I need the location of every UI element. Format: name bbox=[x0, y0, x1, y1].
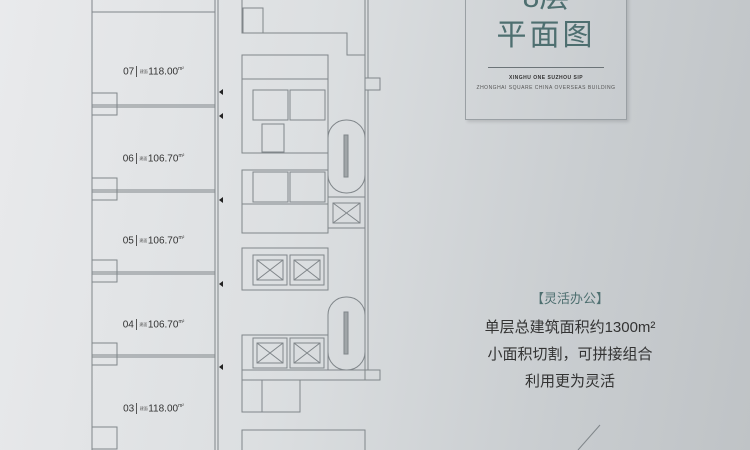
feature-line-2: 小面积切割，可拼接组合 bbox=[487, 346, 653, 363]
divider bbox=[488, 67, 604, 68]
project-name-en: XINGHU ONE SUZHOU SIP bbox=[508, 75, 584, 81]
plan-title: 平面图 bbox=[496, 19, 596, 52]
office-units bbox=[91, 0, 219, 450]
floor-number: 8层 bbox=[466, 0, 626, 13]
building-name-en: ZHONGHAI SQUARE CHINA OVERSEAS BUILDING bbox=[476, 85, 616, 91]
feature-heading: 【灵活办公】 bbox=[530, 291, 609, 306]
core-walls bbox=[241, 0, 381, 450]
elevators bbox=[252, 254, 325, 369]
door-arrows bbox=[219, 89, 223, 370]
feature-line-1: 单层总建筑面积约1300m² bbox=[484, 319, 656, 336]
diagonal-line bbox=[577, 424, 601, 450]
title-panel: 8层 平面图 XINGHU ONE SUZHOU SIP ZHONGHAI SQ… bbox=[465, 0, 627, 120]
feature-line-3: 利用更为灵活 bbox=[524, 373, 615, 390]
